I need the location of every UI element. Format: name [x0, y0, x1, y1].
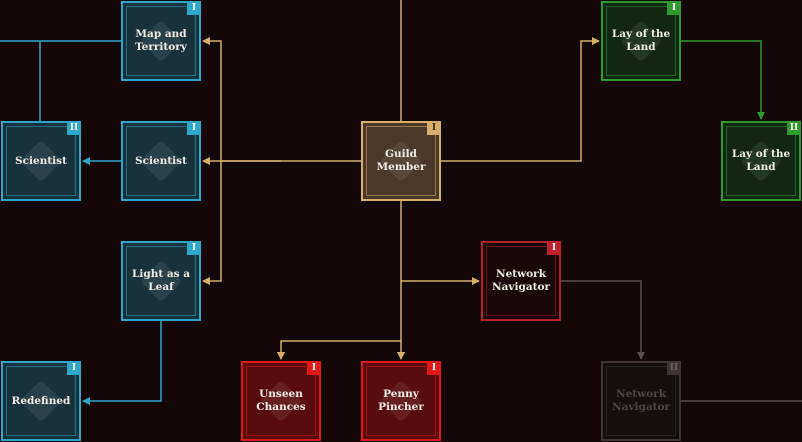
node-label: Scientist — [135, 154, 187, 167]
node-label: Network Navigator — [491, 268, 551, 293]
node-label: Lay of the Land — [611, 28, 671, 53]
rank-badge: II — [67, 121, 81, 135]
node-network-navigator-1[interactable]: I Network Navigator — [481, 241, 561, 321]
link-to-unseen-chances — [277, 340, 401, 360]
rank-badge: I — [307, 361, 321, 375]
link-lay-1-to-2 — [681, 40, 765, 120]
node-label: Redefined — [11, 394, 71, 407]
link-to-lay-of-the-land — [441, 37, 600, 162]
node-redefined[interactable]: I Redefined — [1, 361, 81, 441]
link-network-1-to-2 — [561, 280, 645, 360]
node-scientist-1[interactable]: I Scientist — [121, 121, 201, 201]
node-light-as-a-leaf[interactable]: I Light as a Leaf — [121, 241, 201, 321]
rank-badge: I — [67, 361, 81, 375]
node-scientist-2[interactable]: II Scientist — [1, 121, 81, 201]
node-network-navigator-2[interactable]: II Network Navigator — [601, 361, 681, 441]
rank-badge: I — [427, 121, 441, 135]
node-label: Network Navigator — [611, 388, 671, 413]
link-leaf-to-redefined — [82, 321, 162, 405]
rank-badge: I — [187, 121, 201, 135]
node-label: Scientist — [15, 154, 67, 167]
node-label: Map and Territory — [135, 28, 187, 53]
node-guild-member[interactable]: I Guild Member — [361, 121, 441, 201]
node-label: Lay of the Land — [731, 148, 791, 173]
rank-badge: II — [787, 121, 801, 135]
node-lay-of-the-land-2[interactable]: II Lay of the Land — [721, 121, 801, 201]
rank-badge: I — [187, 241, 201, 255]
rank-badge: I — [187, 1, 201, 15]
node-label: Penny Pincher — [378, 388, 424, 413]
node-label: Light as a Leaf — [131, 268, 191, 293]
link-to-light-as-a-leaf — [202, 161, 222, 285]
rank-badge: I — [547, 241, 561, 255]
rank-badge: II — [667, 361, 681, 375]
node-map-and-territory[interactable]: I Map and Territory — [121, 1, 201, 81]
rank-badge: I — [427, 361, 441, 375]
node-unseen-chances[interactable]: I Unseen Chances — [241, 361, 321, 441]
node-lay-of-the-land-1[interactable]: I Lay of the Land — [601, 1, 681, 81]
node-label: Guild Member — [376, 148, 426, 173]
node-label: Unseen Chances — [256, 388, 306, 413]
node-penny-pincher[interactable]: I Penny Pincher — [361, 361, 441, 441]
link-to-map-and-territory — [202, 37, 222, 161]
rank-badge: I — [667, 1, 681, 15]
